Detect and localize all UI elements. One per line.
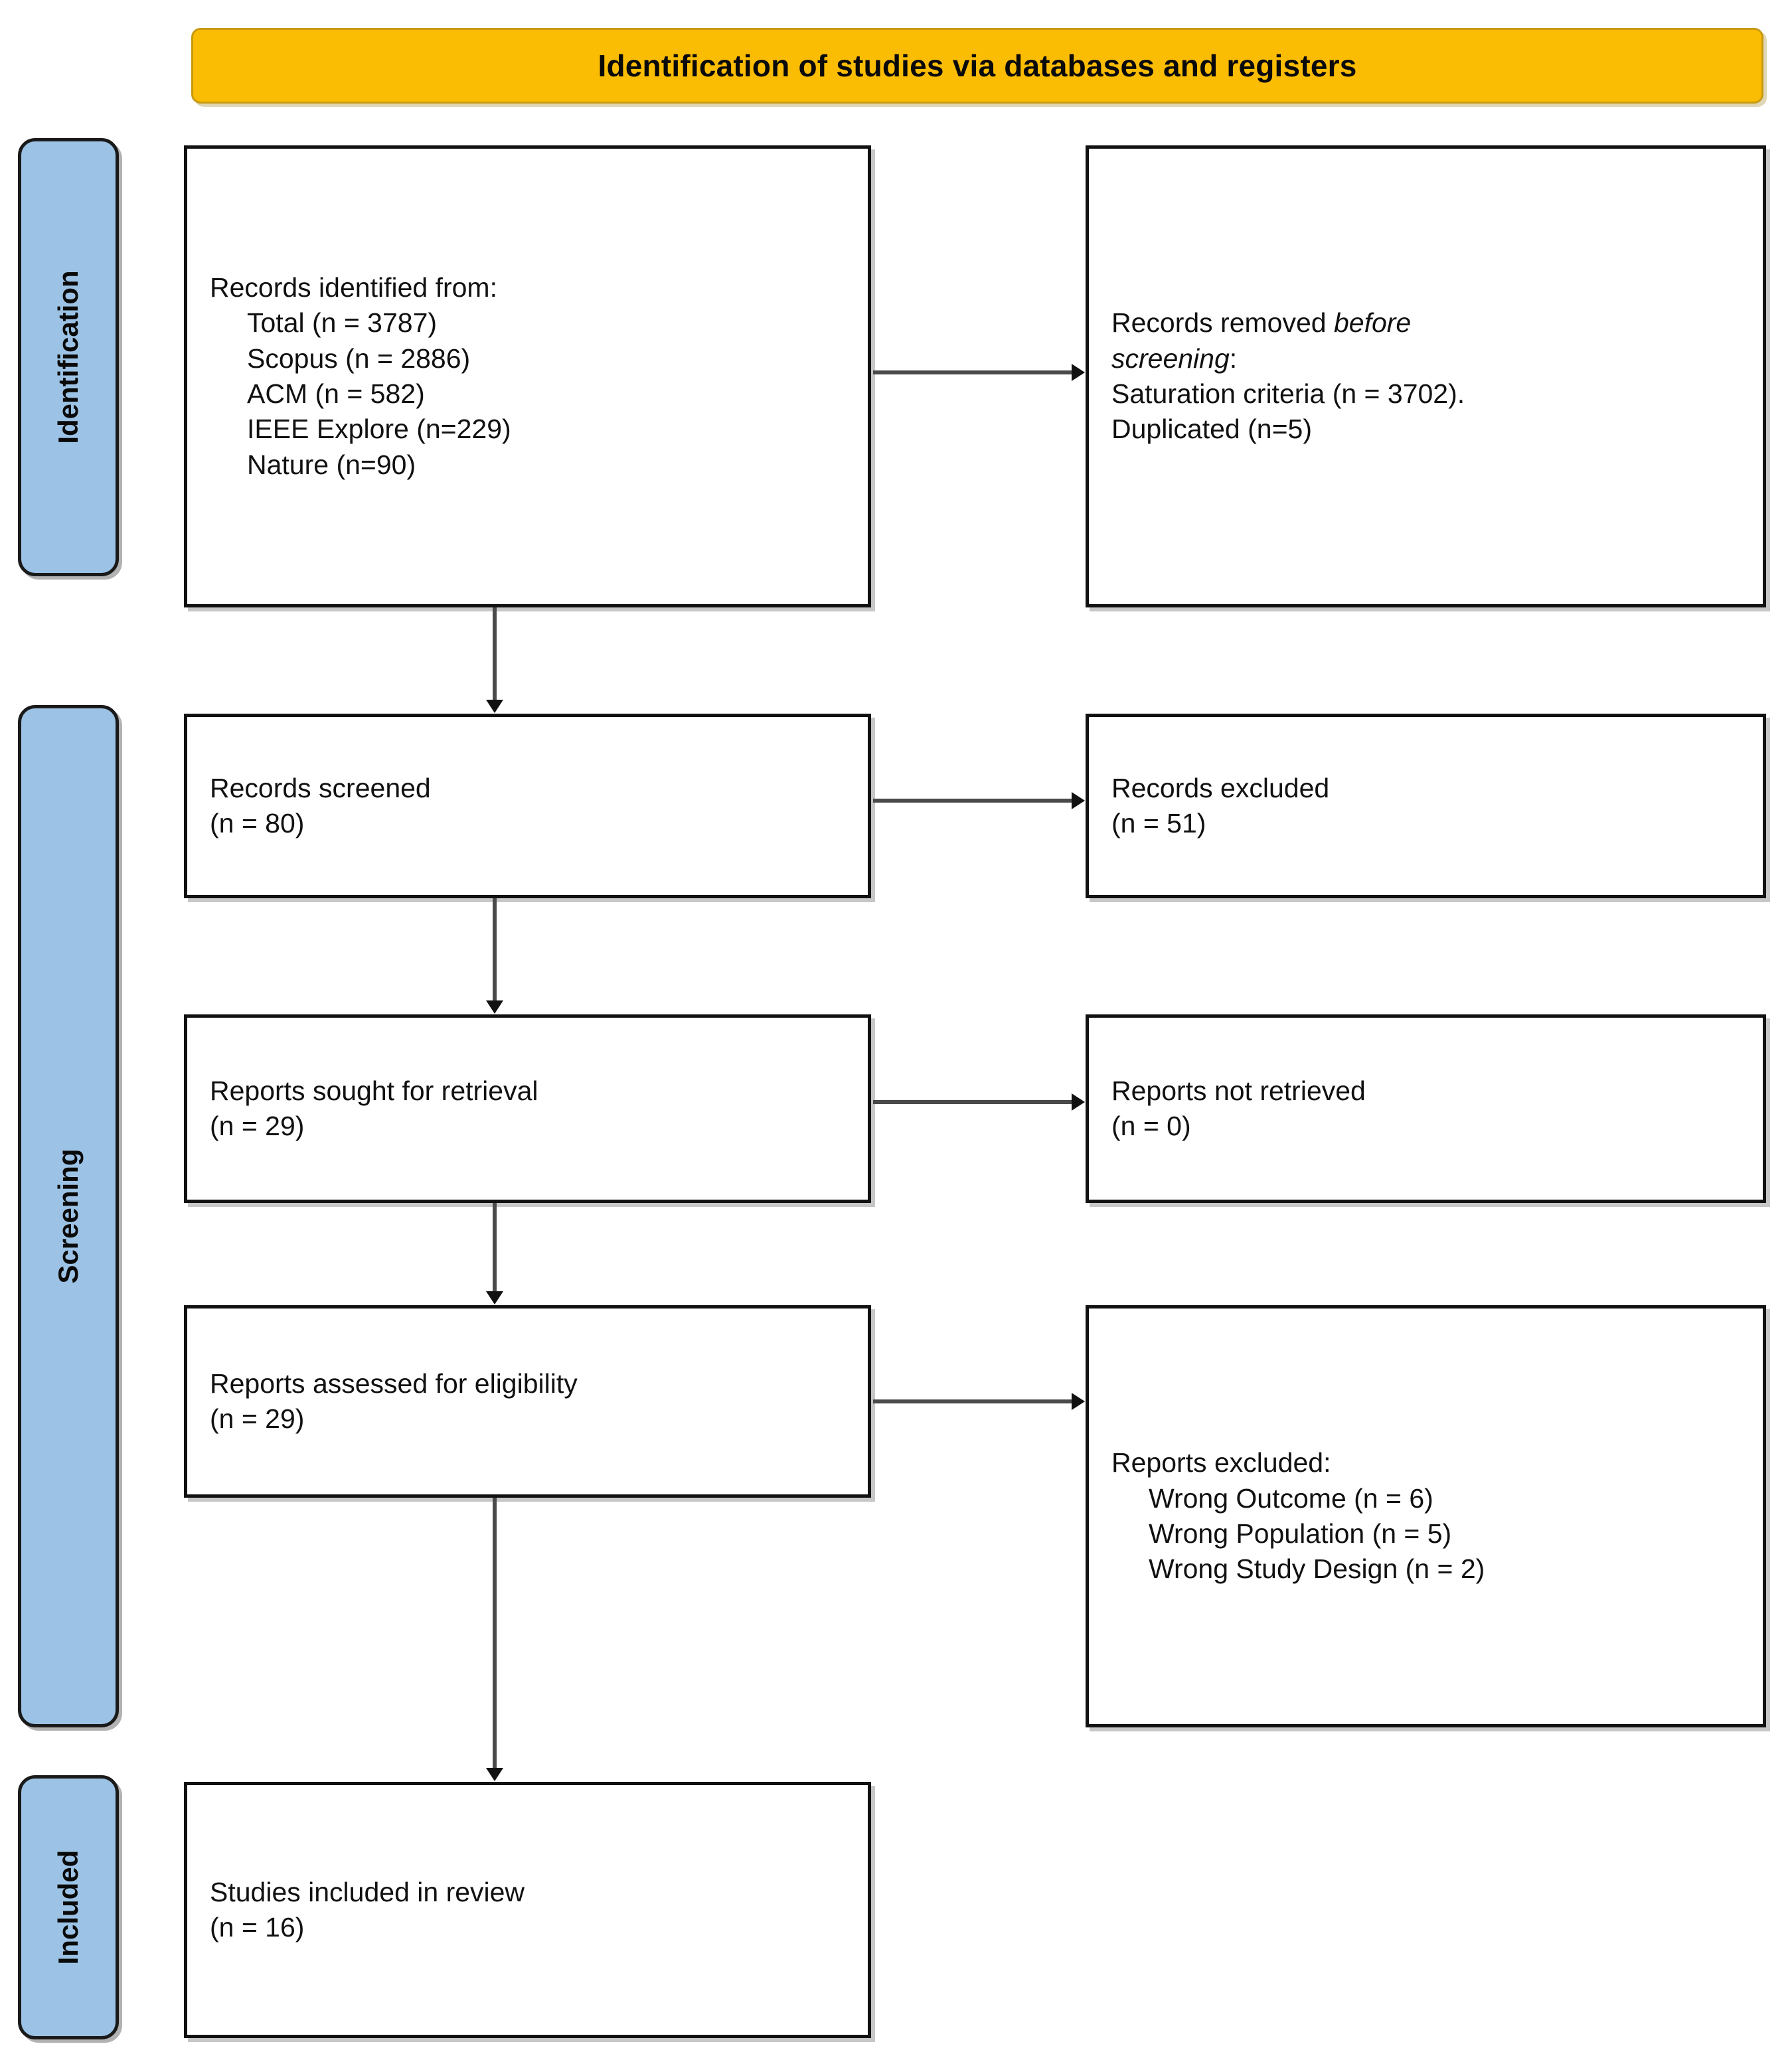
box-records-identified-text: Records identified from: Total (n = 3787… xyxy=(187,270,868,483)
records-removed-item-duplicated: Duplicated (n=5) xyxy=(1111,414,1312,445)
records-removed-heading-em1: before xyxy=(1333,307,1412,339)
arrow-sought-to-not-retrieved xyxy=(873,1100,1074,1104)
records-removed-heading-line1: Records removed before xyxy=(1111,305,1740,341)
records-excluded-label: Records excluded xyxy=(1111,772,1330,803)
arrow-assessed-to-included xyxy=(493,1498,497,1770)
phase-label-identification-text: Identification xyxy=(52,270,84,444)
box-reports-assessed-text: Reports assessed for eligibility (n = 29… xyxy=(187,1366,868,1437)
reports-excluded-heading: Reports excluded: xyxy=(1111,1447,1331,1478)
records-excluded-count: (n = 51) xyxy=(1111,808,1206,838)
arrow-sought-to-assessed xyxy=(493,1203,497,1293)
phase-label-screening-text: Screening xyxy=(52,1149,84,1284)
records-screened-label: Records screened xyxy=(210,772,431,803)
box-reports-assessed: Reports assessed for eligibility (n = 29… xyxy=(184,1305,871,1498)
reports-excluded-item-population: Wrong Population (n = 5) xyxy=(1149,1518,1452,1549)
box-records-identified: Records identified from: Total (n = 3787… xyxy=(184,145,871,607)
records-removed-heading-em2: screening xyxy=(1111,343,1230,374)
records-identified-item-nature: Nature (n=90) xyxy=(247,449,416,480)
records-removed-heading-line2: screening: xyxy=(1111,341,1740,376)
records-identified-item-acm: ACM (n = 582) xyxy=(247,378,425,409)
box-studies-included: Studies included in review (n = 16) xyxy=(184,1782,871,2038)
diagram-title: Identification of studies via databases … xyxy=(598,48,1357,83)
records-removed-item-saturation: Saturation criteria (n = 3702). xyxy=(1111,378,1465,409)
box-reports-not-retrieved: Reports not retrieved (n = 0) xyxy=(1086,1014,1766,1203)
studies-included-label: Studies included in review xyxy=(210,1876,525,1907)
records-removed-heading-post: : xyxy=(1229,343,1238,374)
records-identified-item-ieee: IEEE Explore (n=229) xyxy=(247,414,511,445)
records-identified-item-scopus: Scopus (n = 2886) xyxy=(247,343,471,374)
box-reports-sought-text: Reports sought for retrieval (n = 29) xyxy=(187,1073,868,1145)
reports-assessed-label: Reports assessed for eligibility xyxy=(210,1368,578,1399)
records-identified-item-total: Total (n = 3787) xyxy=(247,307,438,339)
records-identified-heading: Records identified from: xyxy=(210,272,497,303)
reports-excluded-item-design: Wrong Study Design (n = 2) xyxy=(1149,1553,1485,1585)
box-reports-excluded-text: Reports excluded: Wrong Outcome (n = 6) … xyxy=(1089,1445,1763,1587)
records-screened-count: (n = 80) xyxy=(210,808,305,838)
reports-sought-count: (n = 29) xyxy=(210,1111,305,1141)
box-reports-excluded: Reports excluded: Wrong Outcome (n = 6) … xyxy=(1086,1305,1766,1727)
phase-label-included-text: Included xyxy=(52,1850,84,1965)
arrow-screened-to-sought xyxy=(493,898,497,1002)
reports-sought-label: Reports sought for retrieval xyxy=(210,1075,538,1106)
box-records-excluded: Records excluded (n = 51) xyxy=(1086,714,1766,898)
arrow-assessed-to-reports-excluded xyxy=(873,1399,1074,1403)
records-removed-heading-pre: Records removed xyxy=(1111,307,1334,339)
arrow-identified-to-screened xyxy=(493,607,497,702)
reports-assessed-count: (n = 29) xyxy=(210,1403,305,1434)
reports-not-retrieved-count: (n = 0) xyxy=(1111,1111,1191,1141)
box-records-removed-text: Records removed before screening: Satura… xyxy=(1089,305,1763,447)
box-records-screened-text: Records screened (n = 80) xyxy=(187,771,868,842)
phase-label-identification: Identification xyxy=(18,138,119,576)
box-records-screened: Records screened (n = 80) xyxy=(184,714,871,898)
arrow-identified-to-removed xyxy=(873,370,1074,374)
reports-not-retrieved-label: Reports not retrieved xyxy=(1111,1075,1366,1106)
phase-label-screening: Screening xyxy=(18,705,119,1727)
box-records-removed: Records removed before screening: Satura… xyxy=(1086,145,1766,607)
box-studies-included-text: Studies included in review (n = 16) xyxy=(187,1875,868,1946)
diagram-title-banner: Identification of studies via databases … xyxy=(191,28,1763,104)
reports-excluded-item-outcome: Wrong Outcome (n = 6) xyxy=(1149,1482,1433,1514)
box-reports-not-retrieved-text: Reports not retrieved (n = 0) xyxy=(1089,1073,1763,1145)
box-reports-sought: Reports sought for retrieval (n = 29) xyxy=(184,1014,871,1203)
studies-included-count: (n = 16) xyxy=(210,1912,305,1943)
box-records-excluded-text: Records excluded (n = 51) xyxy=(1089,771,1763,842)
arrow-screened-to-excluded xyxy=(873,799,1074,803)
phase-label-included: Included xyxy=(18,1775,119,2039)
